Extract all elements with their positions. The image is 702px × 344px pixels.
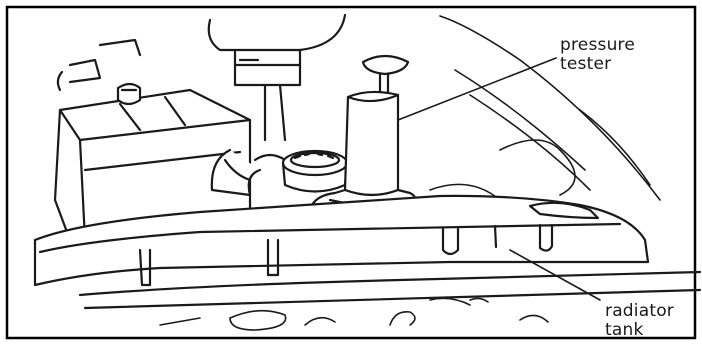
- pressure-gauge: [283, 151, 347, 192]
- bracket-top-left: [58, 40, 140, 90]
- pressure-tester-leader: [398, 58, 556, 120]
- pressure-tester-label: pressure tester: [560, 36, 635, 74]
- radiator-tank-label-line2: tank: [605, 321, 674, 340]
- radiator-tank-label: radiator tank: [605, 302, 674, 340]
- pressure-tester-label-line1: pressure: [560, 36, 635, 55]
- radiator-tank-label-line1: radiator: [605, 302, 674, 321]
- pressure-tester-label-line2: tester: [560, 55, 635, 74]
